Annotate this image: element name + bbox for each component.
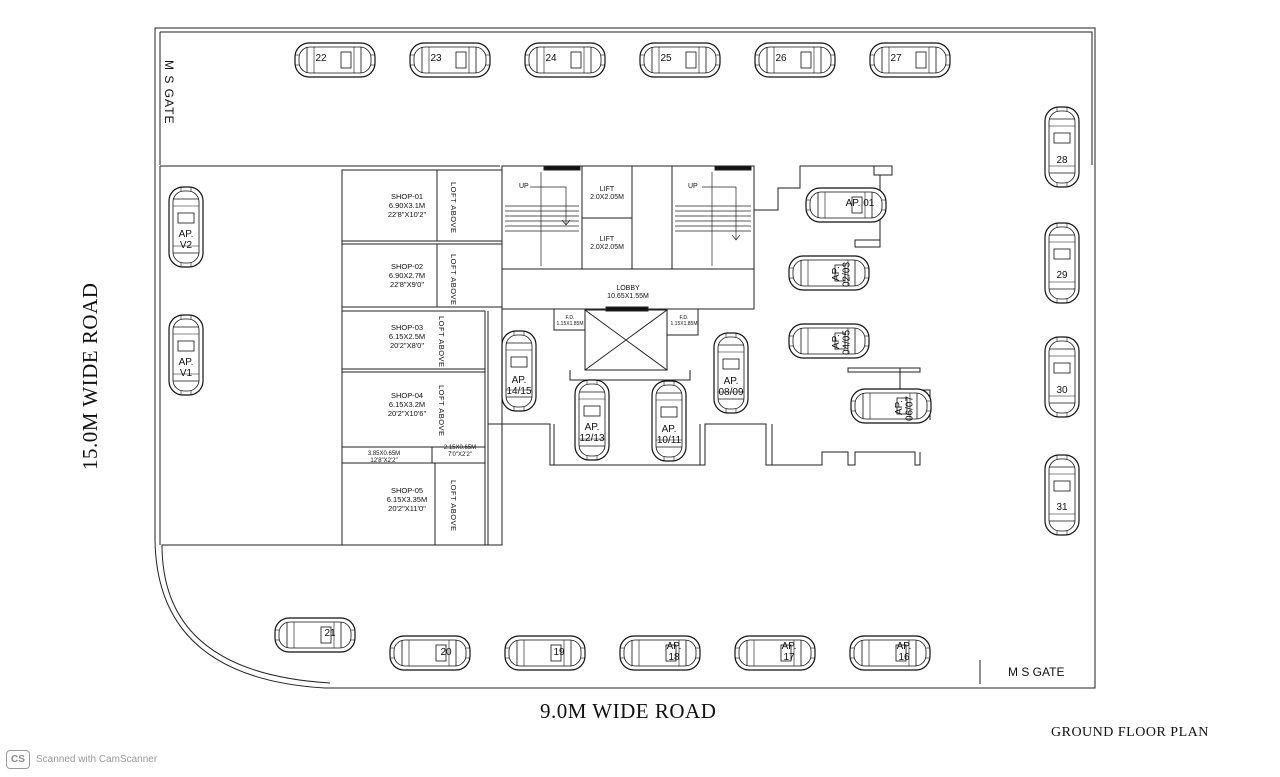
parking-label: AP. V1 — [178, 357, 194, 379]
parking-label: 21 — [324, 628, 336, 639]
parking-label: 23 — [430, 53, 442, 64]
camscanner-logo: CS — [6, 750, 30, 769]
parking-label: 31 — [1056, 502, 1068, 513]
parking-label: AP. 02/03 — [831, 261, 853, 287]
watermark-text: Scanned with CamScanner — [36, 754, 158, 765]
parking-label: AP. 10/11 — [656, 424, 682, 446]
fd-left-label: F.D. 1.15X1.85M — [556, 315, 584, 327]
plan-title: GROUND FLOOR PLAN — [1051, 725, 1209, 740]
shop-03-loft: LOFT ABOVE — [437, 316, 446, 368]
parking-label: 30 — [1056, 385, 1068, 396]
car-slots-bottom — [274, 617, 931, 671]
parking-label: 19 — [553, 647, 565, 658]
lift-2-label: LIFT 2.0X2.05M — [590, 236, 624, 252]
parking-label: AP. 08/09 — [718, 376, 744, 398]
fd-right-label: F.D. 1.15X1.85M — [670, 315, 698, 327]
parking-label: 20 — [440, 647, 452, 658]
parking-label: 28 — [1056, 155, 1068, 166]
parking-label: 22 — [315, 53, 327, 64]
shop-02-loft: LOFT ABOVE — [449, 254, 458, 306]
parking-label: AP. 12/13 — [579, 422, 605, 444]
parking-label: 29 — [1056, 270, 1068, 281]
parking-label: 27 — [890, 53, 902, 64]
parking-label: AP. 06/07 — [894, 395, 916, 421]
parking-label: AP. V2 — [178, 229, 194, 251]
stair-up-left: UP — [519, 183, 529, 190]
parking-label: 26 — [775, 53, 787, 64]
bottom-right-gate-label: M S GATE — [1008, 665, 1065, 679]
wc-left-label: 3.85X0.65M 12'8"X2'2" — [367, 451, 401, 464]
parking-label: AP. 01 — [845, 198, 875, 209]
parking-label: AP. 04/05 — [831, 329, 853, 355]
shop-04-loft: LOFT ABOVE — [437, 385, 446, 437]
parking-label: 25 — [660, 53, 672, 64]
parking-label: AP. 16 — [896, 641, 912, 663]
stair-up-right: UP — [688, 183, 698, 190]
parking-label: 24 — [545, 53, 557, 64]
bottom-road-label: 9.0M WIDE ROAD — [540, 699, 717, 723]
left-road-label: 15.0M WIDE ROAD — [78, 282, 102, 470]
top-left-gate-label: M S GATE — [162, 60, 176, 125]
lift-1-label: LIFT 2.0X2.05M — [590, 186, 624, 202]
wc-right-label: 2.15X0.65M 7'0"X2'2" — [443, 445, 477, 458]
car-slots-right — [1044, 106, 1080, 536]
scanner-watermark: CS Scanned with CamScanner — [6, 750, 157, 769]
parking-label: AP. 18 — [666, 641, 682, 663]
shop-01-loft: LOFT ABOVE — [449, 182, 458, 234]
car-slots-top — [294, 42, 951, 78]
parking-label: AP. 14/15 — [506, 375, 532, 397]
shop-05-loft: LOFT ABOVE — [449, 480, 458, 532]
lobby-label: LOBBY 10.65X1.55M — [607, 285, 649, 301]
parking-label: AP. 17 — [781, 641, 797, 663]
